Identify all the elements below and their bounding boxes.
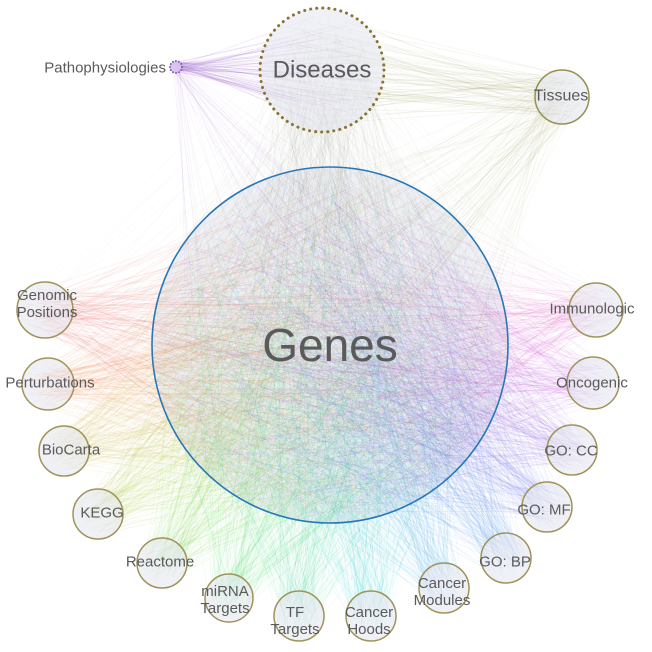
node-genomic-positions[interactable] (16, 281, 74, 339)
edge-bundle-cancer-modules-genes (158, 174, 479, 611)
edge-bundles-layer (21, 14, 619, 639)
node-go-mf-label: GO: MF (517, 502, 570, 519)
edge-bundle-diseases-cancer-modules (285, 51, 461, 604)
edge-bundle-tissues-genes (158, 73, 584, 506)
node-immunologic[interactable] (568, 282, 624, 338)
edge-bundle-diseases-mirna-targets (207, 40, 342, 613)
node-go-bp-label: GO: BP (479, 554, 531, 571)
node-cancer-modules[interactable] (418, 562, 470, 614)
edge-bundle-go-cc-genes (158, 179, 595, 500)
node-oncogenic-label: Oncogenic (556, 375, 628, 392)
edge-bundle-tf-targets-genes (157, 188, 494, 638)
base-layer (152, 167, 508, 523)
node-cancer-hoods[interactable] (345, 590, 397, 642)
node-biocarta-label: BioCarta (42, 442, 101, 459)
node-tf-targets[interactable] (273, 590, 325, 642)
node-biocarta[interactable] (38, 425, 90, 477)
edge-bundle-mirna-targets-genes (171, 173, 495, 620)
node-go-mf[interactable] (521, 481, 573, 533)
node-genes-label: Genes (262, 319, 398, 371)
node-diseases-label: Diseases (273, 57, 372, 84)
edge-bundle-go-bp-genes (159, 179, 529, 579)
labels-layer: Genes Diseases PathophysiologiesTissuesGen… (5, 57, 635, 638)
node-tissues[interactable] (534, 69, 590, 125)
edge-bundle-kegg-genes (76, 176, 480, 536)
genes-disc-fill (152, 167, 508, 523)
node-tissues-label: Tissues (534, 88, 589, 105)
edge-bundle-reactome-genes (140, 178, 501, 585)
edge-bundle-diseases-cancer-hoods (292, 18, 385, 638)
edge-bundle-pathophysiologies-genes (170, 61, 479, 506)
edge-bundle-immunologic-genes (155, 183, 619, 518)
node-kegg-label: KEGG (80, 505, 123, 522)
node-mirna-targets[interactable] (204, 573, 254, 623)
nodes-layer (16, 6, 624, 642)
node-reactome[interactable] (136, 537, 188, 589)
node-perturbations-label: Perturbations (5, 375, 94, 392)
edge-bundle-diseases-go-bp (272, 35, 526, 573)
edge-bundle-diseases-go-mf (287, 43, 555, 517)
edge-bundle-perturbations-genes (25, 175, 503, 515)
node-immunologic-label: Immunologic (549, 301, 635, 318)
node-genes[interactable] (151, 166, 509, 524)
node-reactome-label: Reactome (126, 554, 194, 571)
edge-bundle-genomic-positions-genes (21, 182, 475, 520)
node-go-cc-label: GO: CC (544, 443, 598, 460)
node-oncogenic[interactable] (566, 356, 620, 410)
node-diseases[interactable] (258, 6, 386, 134)
edge-bundle-cancer-hoods-genes (167, 173, 484, 638)
edge-bundle-biocarta-genes (41, 173, 499, 514)
edge-bundle-oncogenic-genes (157, 177, 616, 510)
node-pathophysiologies-label: Pathophysiologies (44, 60, 166, 77)
edge-bundle-diseases-biocarta (43, 16, 358, 465)
node-pathophysiologies[interactable] (169, 60, 183, 74)
node-kegg[interactable] (72, 488, 124, 540)
node-go-cc[interactable] (546, 424, 598, 476)
node-perturbations[interactable] (21, 357, 75, 411)
edge-bundle-go-mf-genes (174, 177, 568, 529)
node-go-bp[interactable] (480, 532, 532, 584)
